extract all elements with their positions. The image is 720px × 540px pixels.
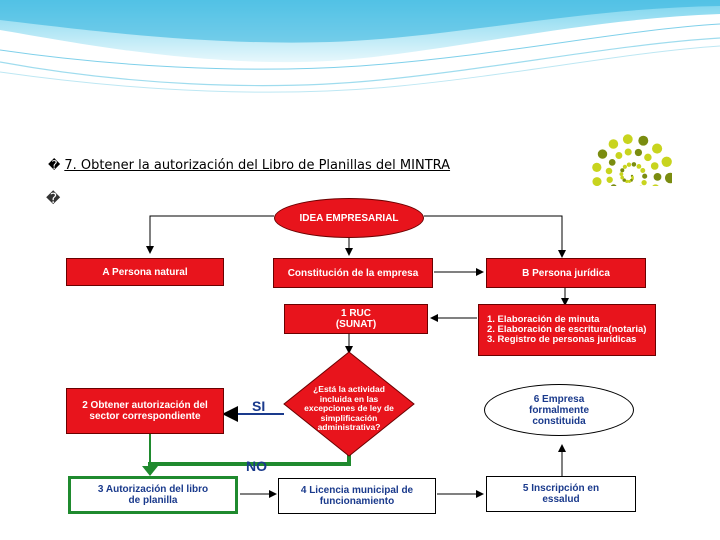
decision-diamond: [283, 351, 415, 457]
node-constitucion: Constitución de la empresa: [273, 258, 433, 288]
node-empresa-constituida: 6 Empresa formalmente constituida: [484, 384, 634, 436]
node-pasos-juridica: 1. Elaboración de minuta 2. Elaboración …: [478, 304, 656, 356]
bullet-icon: �: [48, 158, 61, 172]
node-obtener-autorizacion-text: 2 Obtener autorización del sector corres…: [82, 400, 208, 422]
green-arrowhead: [142, 466, 158, 476]
flow-diagram: IDEA EMPRESARIAL A Persona natural Const…: [62, 186, 662, 518]
node-licencia-text: 4 Licencia municipal de funcionamiento: [300, 485, 414, 507]
node-idea-text: IDEA EMPRESARIAL: [299, 212, 399, 224]
node-autorizacion-libro: 3 Autorización del libro de planilla: [68, 476, 238, 514]
node-pregunta-text: ¿Está la actividad incluida en las excep…: [304, 384, 394, 433]
node-persona-natural-text: A Persona natural: [102, 266, 188, 278]
label-no: NO: [246, 458, 267, 474]
second-bullet-icon: �: [46, 190, 61, 206]
node-idea-empresarial: IDEA EMPRESARIAL: [274, 198, 424, 238]
connector-idea-juridica: [424, 215, 566, 258]
node-essalud: 5 Inscripción en essalud: [486, 476, 636, 512]
node-essalud-text: 5 Inscripción en essalud: [522, 483, 600, 505]
node-pasos-juridica-text: 1. Elaboración de minuta 2. Elaboración …: [487, 314, 647, 345]
header-wave-decoration: [0, 0, 720, 93]
node-ruc: 1 RUC (SUNAT): [284, 304, 428, 334]
node-empresa-constituida-text: 6 Empresa formalmente constituida: [528, 393, 589, 427]
node-obtener-autorizacion: 2 Obtener autorización del sector corres…: [66, 388, 224, 434]
node-autorizacion-libro-text: 3 Autorización del libro de planilla: [97, 484, 209, 506]
node-constitucion-text: Constitución de la empresa: [287, 267, 419, 279]
node-licencia: 4 Licencia municipal de funcionamiento: [278, 478, 436, 514]
label-si: SI: [252, 398, 266, 414]
slide-heading: �7. Obtener la autorización del Libro de…: [48, 158, 450, 173]
node-persona-natural: A Persona natural: [66, 258, 224, 286]
diagram-connectors: [142, 215, 569, 498]
node-pregunta: ¿Está la actividad incluida en las excep…: [296, 384, 402, 434]
connector-idea-natural: [146, 215, 274, 254]
heading-text: 7. Obtener la autorización del Libro de …: [64, 158, 451, 173]
node-ruc-text: 1 RUC (SUNAT): [335, 308, 377, 330]
node-persona-juridica-text: B Persona jurídica: [522, 267, 610, 279]
node-persona-juridica: B Persona jurídica: [486, 258, 646, 288]
